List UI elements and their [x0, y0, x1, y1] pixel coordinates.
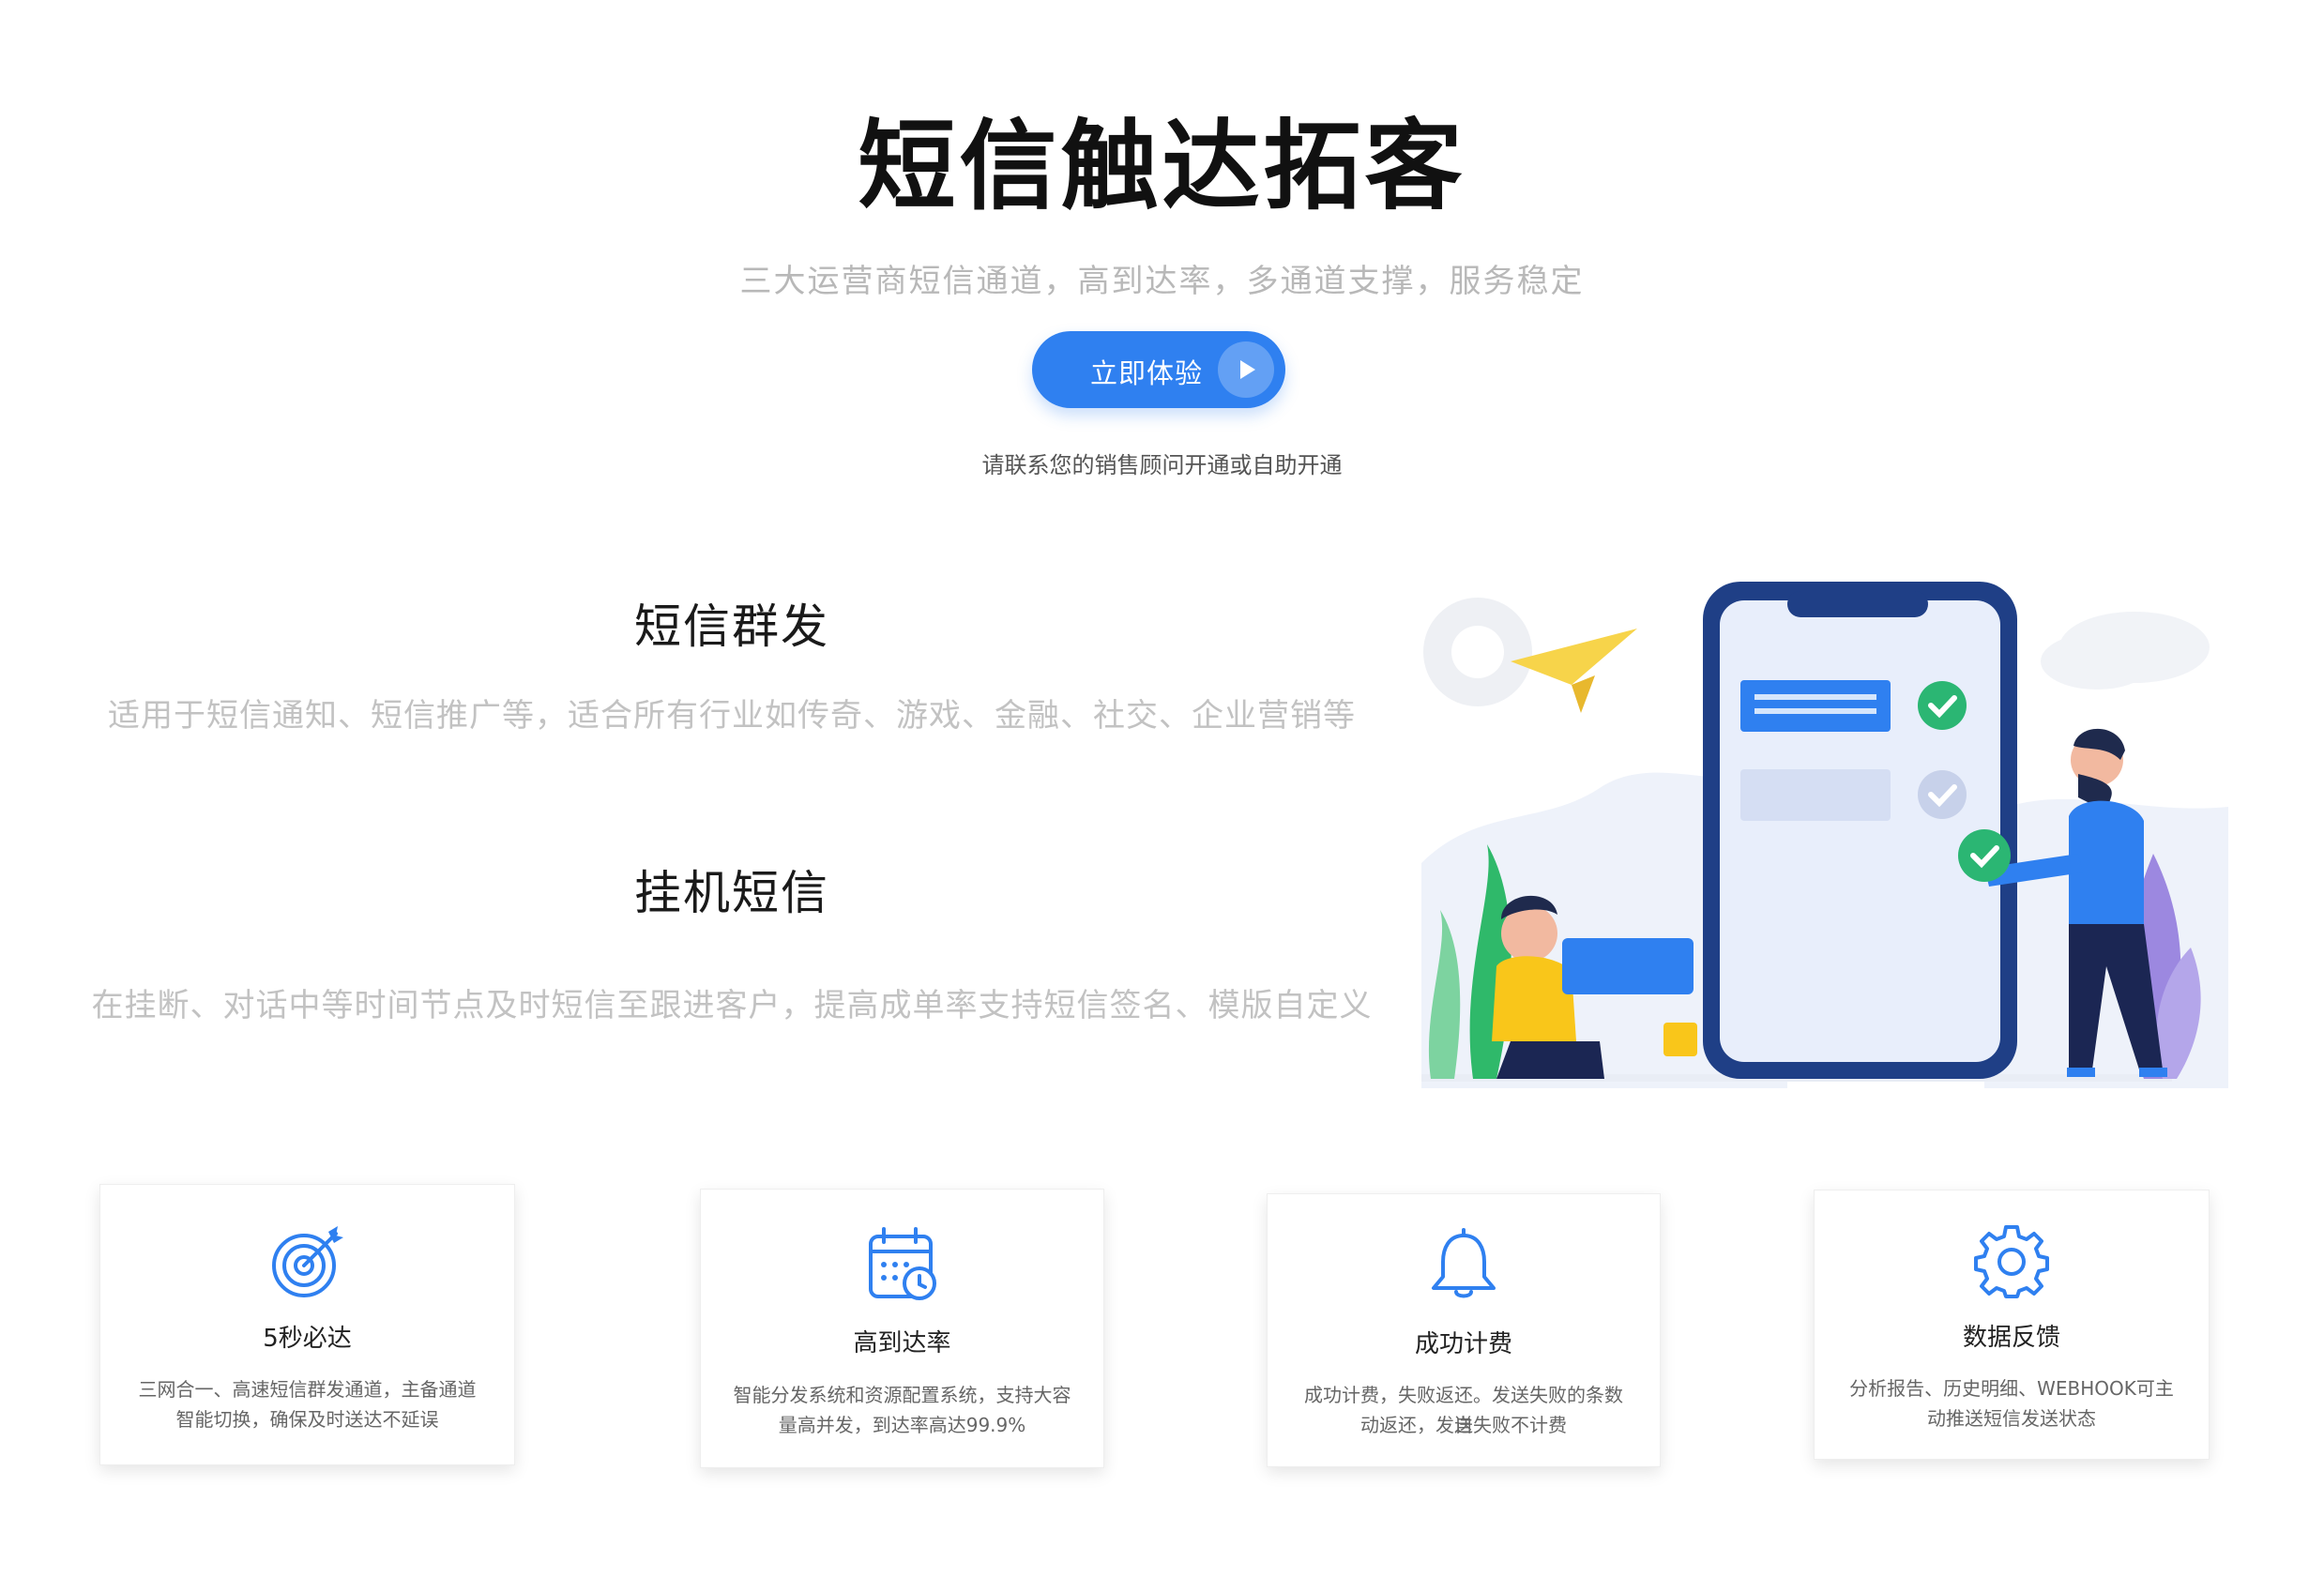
phone-icon: [1703, 582, 2017, 1079]
feature-card-data-feedback: 数据反馈 分析报告、历史明细、WEBHOOK可主 动推送短信发送状态: [1814, 1190, 2210, 1460]
feature-card-success-billing: 成功计费 成功计费，失败返还。发送失败的条数自 动返还，发送失败不计费: [1267, 1193, 1661, 1467]
card-desc-line-2: 量高并发，到达率高达99.9%: [778, 1414, 1026, 1436]
phone-messaging-illustration: [1421, 582, 2228, 1088]
card-title: 5秒必达: [263, 1325, 352, 1353]
feature-card-fast-delivery: 5秒必达 三网合一、高速短信群发通道，主备通道 智能切换，确保及时送达不延误: [99, 1184, 515, 1465]
card-desc-line-1: 成功计费，失败返还。发送失败的条数自: [1304, 1384, 1623, 1436]
contact-note: 请联系您的销售顾问开通或自助开通: [981, 452, 1343, 478]
card-title: 高到达率: [853, 1329, 951, 1357]
feature-title-hangup-sms: 挂机短信: [634, 866, 829, 920]
play-icon: [1218, 341, 1274, 398]
card-desc-line-2: 动返还，发送失败不计费: [1360, 1414, 1567, 1436]
calendar-clock-icon: [868, 1227, 936, 1300]
target-icon: [271, 1226, 343, 1297]
card-desc-line-2: 动推送短信发送状态: [1927, 1407, 2096, 1430]
feature-desc-bulk-sms: 适用于短信通知、短信推广等，适合所有行业如传奇、游戏、金融、社交、企业营销等: [108, 697, 1356, 735]
card-title: 数据反馈: [1962, 1324, 2060, 1352]
card-desc-line-1: 三网合一、高速短信群发通道，主备通道: [138, 1378, 477, 1401]
page-subtitle: 三大运营商短信通道，高到达率，多通道支撑，服务稳定: [739, 263, 1585, 300]
background-gear-icon: [1423, 598, 1532, 706]
paper-plane-icon: [1511, 629, 1637, 713]
card-desc-line-2: 智能切换，确保及时送达不延误: [175, 1408, 439, 1431]
woman-figure: [1492, 895, 1697, 1079]
card-title: 成功计费: [1414, 1330, 1512, 1358]
card-desc-line-1: 分析报告、历史明细、WEBHOOK可主: [1849, 1377, 2174, 1400]
man-figure: [1958, 728, 2167, 1077]
page-title: 短信触达拓客: [858, 109, 1466, 223]
feature-title-bulk-sms: 短信群发: [634, 599, 829, 654]
feature-card-high-delivery-rate: 高到达率 智能分发系统和资源配置系统，支持大容 量高并发，到达率高达99.9%: [700, 1189, 1104, 1468]
try-now-button[interactable]: 立即体验: [1032, 331, 1285, 408]
card-desc-line-1: 智能分发系统和资源配置系统，支持大容: [733, 1384, 1071, 1406]
try-now-label: 立即体验: [1090, 357, 1204, 389]
bell-icon: [1432, 1228, 1496, 1298]
feature-desc-hangup-sms: 在挂断、对话中等时间节点及时短信至跟进客户，提高成单率支持短信签名、模版自定义: [91, 987, 1373, 1024]
gear-icon: [1974, 1225, 2049, 1298]
